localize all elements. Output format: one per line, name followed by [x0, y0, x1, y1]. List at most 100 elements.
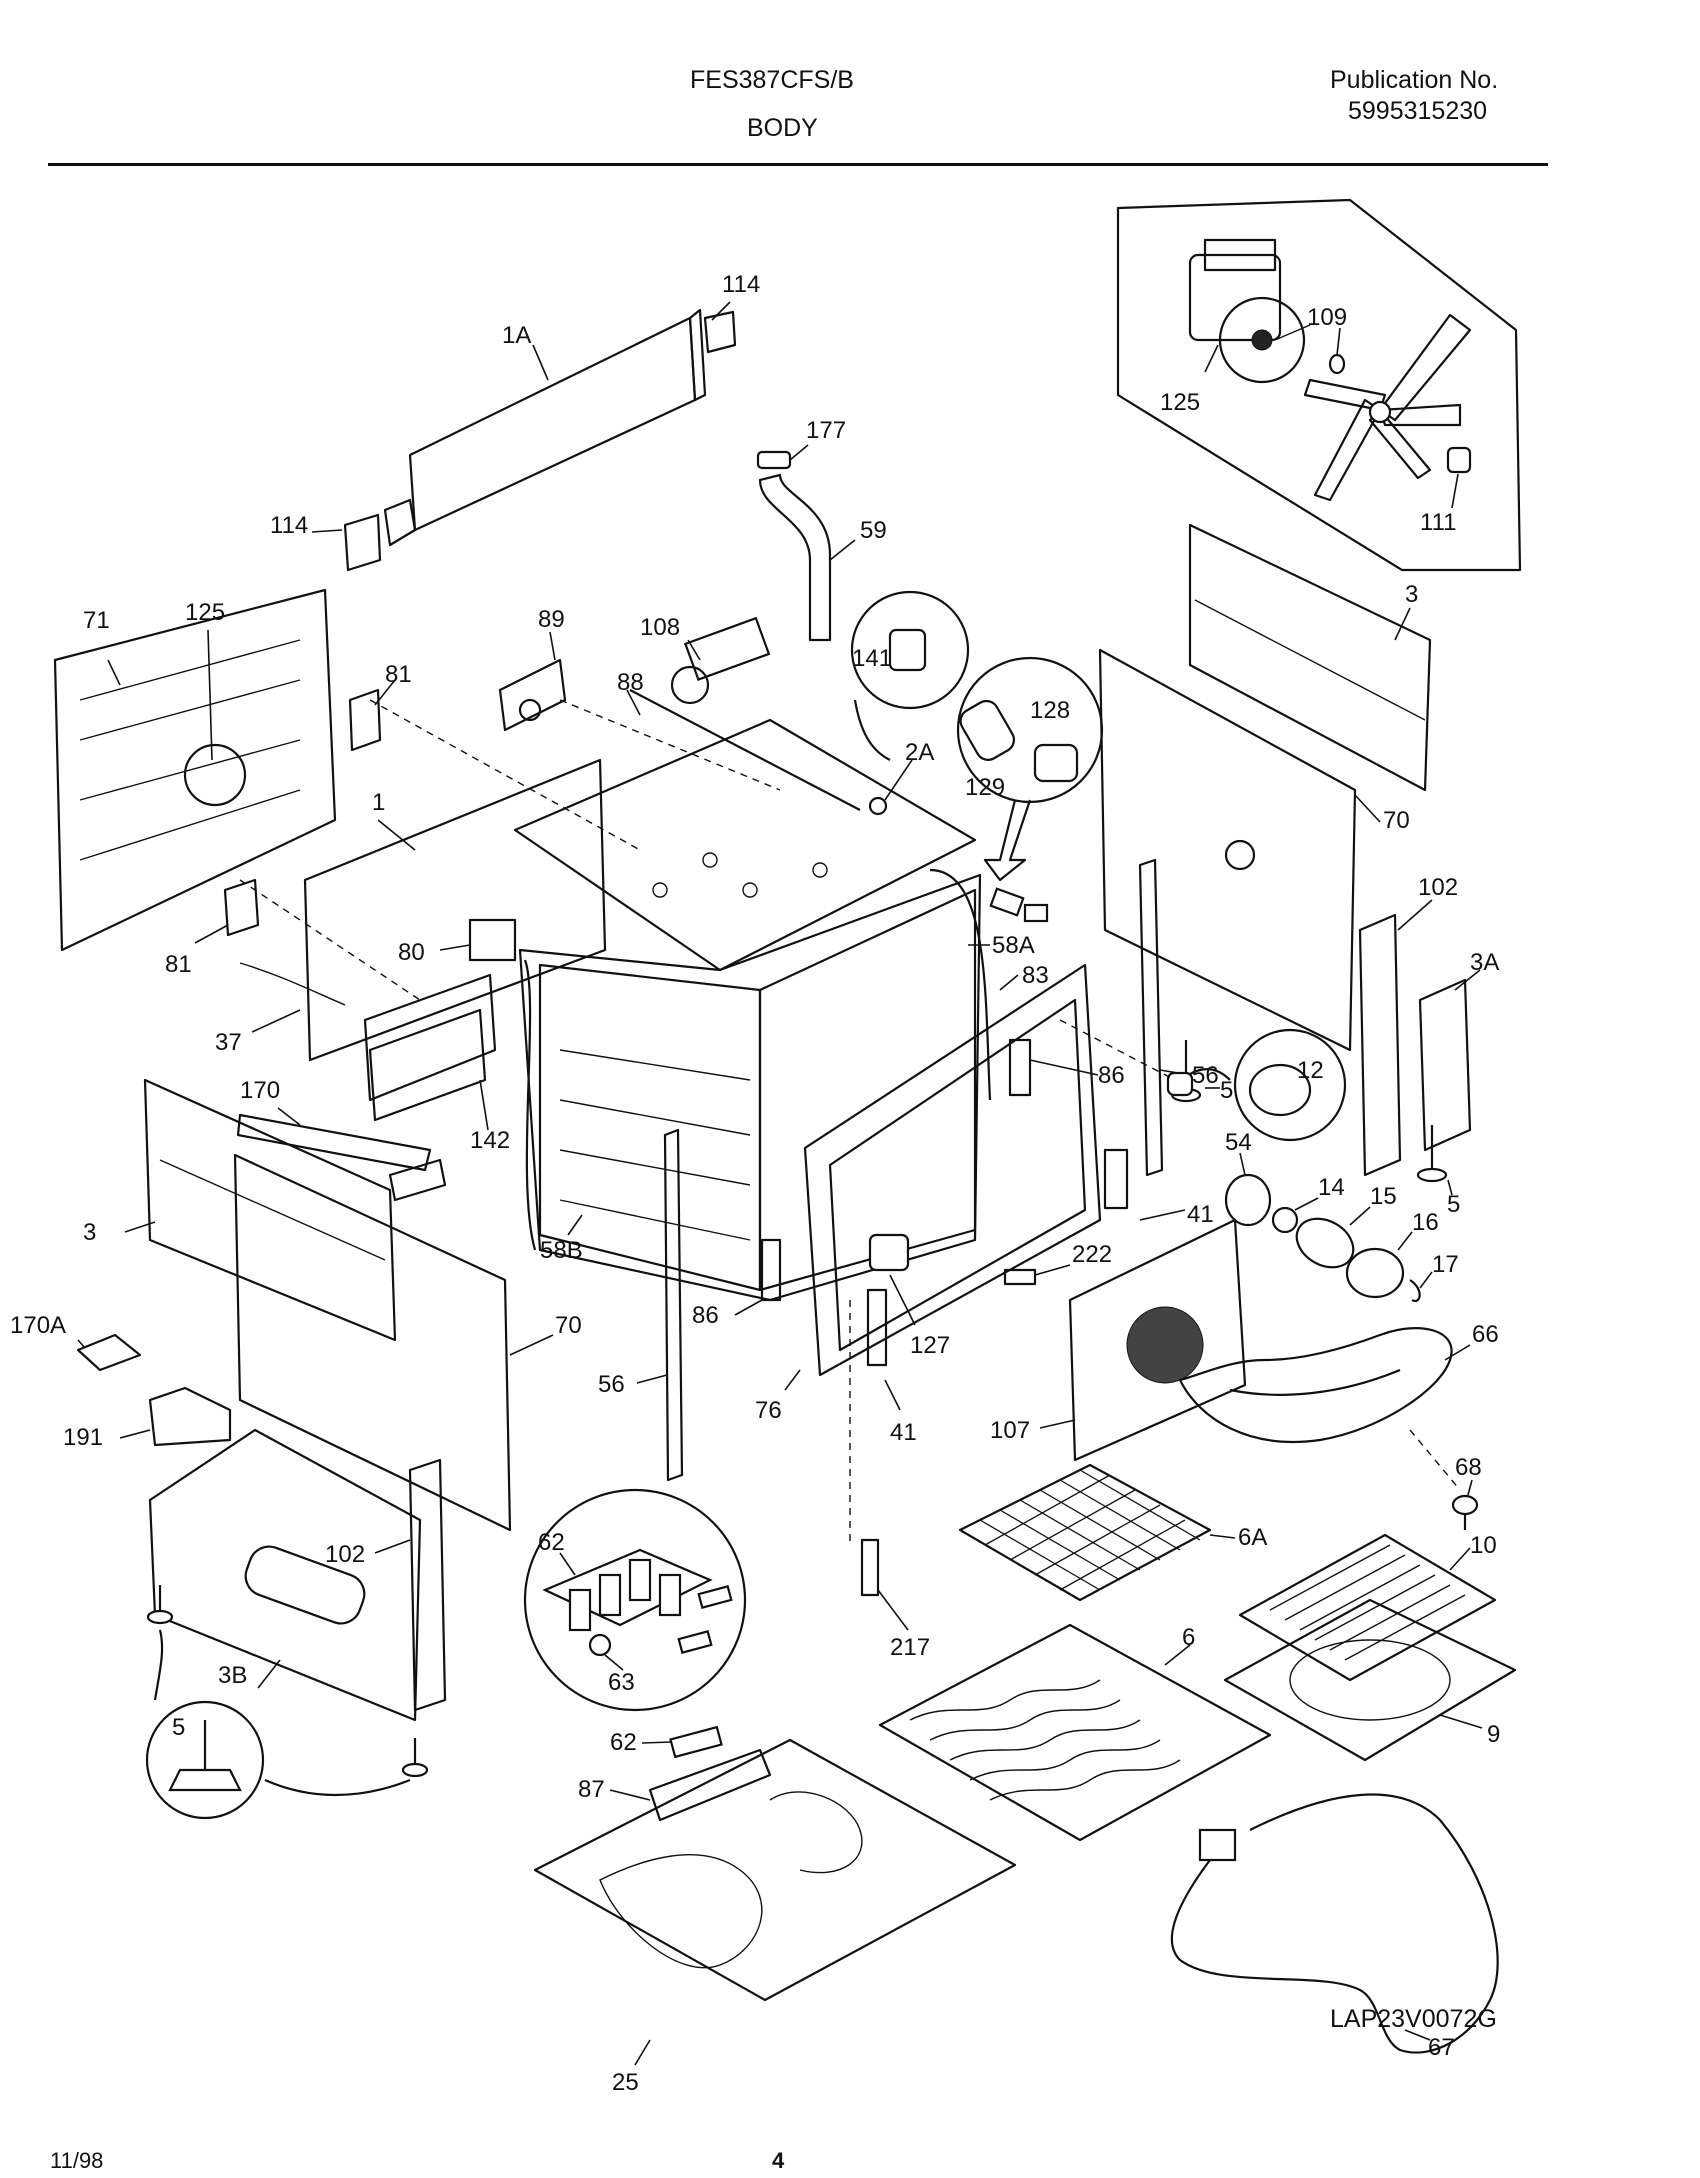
callout-25: 25: [612, 2069, 639, 2096]
bake-element-67: [1170, 1793, 1499, 2054]
bracket-3A: [1418, 978, 1472, 1152]
latch-rod-88: [629, 689, 861, 811]
callout-3A: 3A: [1470, 949, 1499, 976]
thermostat-cap: [1023, 903, 1049, 923]
gasket-58B: [523, 959, 537, 1251]
footer-date: 11/98: [50, 2148, 104, 2173]
oven-cavity: [518, 873, 982, 1302]
bracket-81-top: [348, 688, 382, 752]
lower-back-panel-3B: [148, 1428, 422, 1722]
callout-9: 9: [1487, 1721, 1500, 1748]
callout-15: 15: [1370, 1183, 1397, 1210]
leveling-leg-detail: [145, 1700, 265, 1820]
callout-1A: 1A: [502, 322, 531, 349]
callout-5-right: 5: [1447, 1191, 1460, 1218]
convection-panel-107: [1068, 1218, 1247, 1462]
oven-rack-6A: [958, 1463, 1212, 1602]
gasket-58A: [929, 868, 992, 1101]
callout-81-bottom: 81: [165, 951, 192, 978]
callout-62-bottom: 62: [610, 1729, 637, 1756]
callout-87: 87: [578, 1776, 605, 1803]
callout-41-left: 41: [890, 1419, 917, 1446]
leveling-leg-5-left: [146, 1585, 174, 1625]
rear-left-panel-71: [53, 588, 337, 952]
lens-clip-17: [1409, 1279, 1421, 1303]
section-title: BODY: [747, 114, 818, 142]
callout-222: 222: [1072, 1241, 1112, 1268]
trim-56-right: [1138, 858, 1164, 1177]
callout-108: 108: [640, 614, 680, 641]
callout-191: 191: [63, 1424, 103, 1451]
oven-light-12: [1166, 1028, 1347, 1142]
callout-6: 6: [1182, 1624, 1195, 1651]
bracket-170: [236, 1113, 432, 1172]
callout-71: 71: [83, 607, 110, 634]
arrow-leg-up: [153, 1629, 164, 1701]
callout-125: 125: [185, 599, 225, 626]
callout-83: 83: [1022, 962, 1049, 989]
lamp-lens-16: [1345, 1247, 1405, 1299]
convection-fan-motor: [1188, 238, 1311, 384]
callout-81-top: 81: [385, 661, 412, 688]
lamp-gasket-14: [1271, 1206, 1299, 1234]
leveling-leg-5-right-bottom: [1416, 1125, 1448, 1183]
thermostat-detail-128-129: [956, 656, 1104, 882]
callout-59: 59: [860, 517, 887, 544]
fan-motor-inset: [1116, 198, 1522, 572]
callout-86-left: 86: [692, 1302, 719, 1329]
baffle-142: [368, 1008, 487, 1122]
clip-170A: [76, 1333, 142, 1372]
callout-70-left: 70: [555, 1312, 582, 1339]
callout-3-left: 3: [83, 1219, 96, 1246]
sensor-141: [868, 796, 888, 816]
right-side-panel-70: [1098, 648, 1357, 1052]
thermostat-part: [989, 887, 1025, 917]
convection-element-66: [1178, 1327, 1453, 1444]
callout-56-left: 56: [598, 1371, 625, 1398]
callout-86-right: 86: [1098, 1062, 1125, 1089]
model-number: FES387CFS/B: [690, 66, 854, 94]
bracket-102-left: [408, 1458, 447, 1712]
callout-37: 37: [215, 1029, 242, 1056]
trim-56-left: [663, 1128, 684, 1482]
callout-2A: 2A: [905, 739, 934, 766]
fan-washer: [1328, 353, 1346, 375]
diagram-code: LAP23V0072G: [1330, 2005, 1497, 2033]
callout-5-top: 5: [1220, 1077, 1233, 1104]
bracket-87: [648, 1748, 772, 1822]
callout-177: 177: [806, 417, 846, 444]
clip-170: [388, 1158, 447, 1202]
callout-12: 12: [1297, 1057, 1324, 1084]
wiring-harness-37: [239, 962, 346, 1006]
callout-5-detail: 5: [172, 1714, 185, 1741]
oven-vent-tube: [756, 450, 832, 642]
callout-63: 63: [608, 1669, 635, 1696]
fan-blade: [1303, 313, 1472, 502]
screw-68: [1451, 1494, 1479, 1530]
callout-129: 129: [965, 774, 1005, 801]
page-number: 4: [772, 2148, 785, 2173]
callout-66: 66: [1472, 1321, 1499, 1348]
publication-number: 5995315230: [1348, 97, 1488, 125]
callout-41-right: 41: [1187, 1201, 1214, 1228]
bracket-114-left: [343, 513, 382, 572]
bracket-102-right: [1358, 913, 1402, 1177]
left-side-panel-1: [303, 758, 607, 1102]
callout-56-right: 56: [1192, 1062, 1219, 1089]
callout-111: 111: [1420, 509, 1456, 536]
callout-1: 1: [372, 789, 385, 816]
oven-bottom-25: [533, 1738, 1017, 2002]
callout-17: 17: [1432, 1251, 1459, 1278]
hinge-86-right: [1008, 1038, 1032, 1097]
light-bulb-15: [1295, 1217, 1355, 1269]
callout-142: 142: [470, 1127, 510, 1154]
oven-rack-6: [878, 1623, 1272, 1842]
publication-label: Publication No.: [1330, 66, 1499, 94]
bracket-114-right: [703, 310, 737, 354]
callout-62-detail: 62: [538, 1529, 565, 1556]
callout-128: 128: [1030, 697, 1070, 724]
side-panel-3-top: [1188, 523, 1432, 792]
callout-58B: 58B: [540, 1237, 583, 1264]
left-side-panel-70: [233, 1153, 512, 1532]
